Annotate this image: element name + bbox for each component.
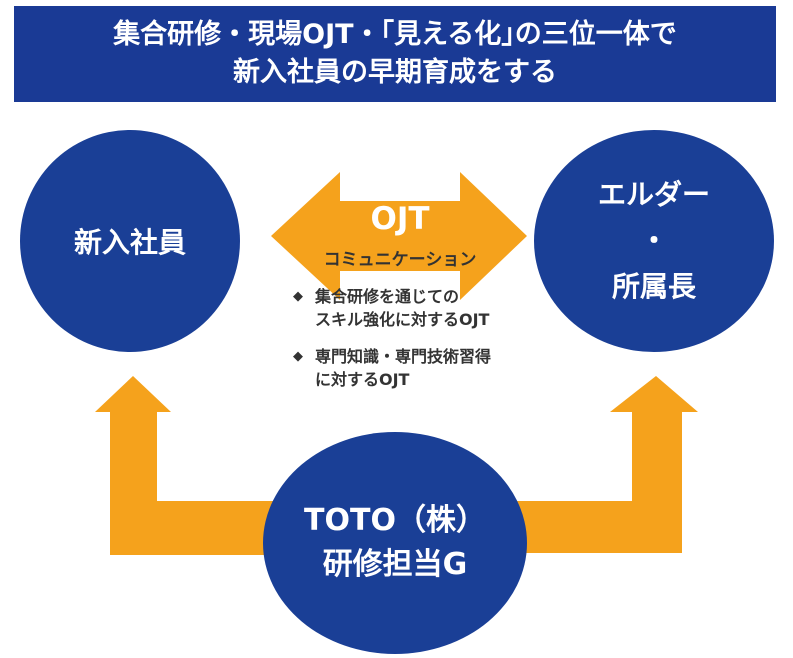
manager-label: 所属長 [611, 270, 696, 303]
bullet-text: 専門知識・専門技術習得 に対するOJT [315, 347, 492, 389]
new-employee-circle: 新入社員 [20, 130, 240, 352]
header-title-line1: 集合研修・現場OJT・｢見える化｣の三位一体で [113, 19, 677, 50]
elder-manager-circle: エルダー ・ 所属長 [534, 130, 774, 352]
toto-company-label: TOTO（株） [304, 503, 486, 538]
list-item: ◆ 集合研修を通じての スキル強化に対するOJT [293, 285, 533, 331]
header-title-line2: 新入社員の早期育成をする [233, 57, 557, 88]
toto-training-circle: TOTO（株） 研修担当G [263, 432, 527, 654]
header-banner: 集合研修・現場OJT・｢見える化｣の三位一体で 新入社員の早期育成をする [14, 6, 776, 102]
elder-label: エルダー [597, 178, 710, 211]
new-employee-label: 新入社員 [73, 226, 186, 259]
diamond-icon: ◆ [293, 289, 303, 304]
ojt-title: OJT [370, 201, 430, 237]
list-item: ◆ 専門知識・専門技術習得 に対するOJT [293, 345, 533, 391]
ojt-bullet-list: ◆ 集合研修を通じての スキル強化に対するOJT ◆ 専門知識・専門技術習得 に… [293, 285, 533, 405]
elder-separator: ・ [639, 224, 668, 257]
ojt-subtitle: コミュニケーション [323, 250, 477, 270]
ojt-double-arrow [271, 172, 527, 300]
right-up-arrow [506, 376, 698, 553]
training-group-label: 研修担当G [322, 547, 468, 582]
left-up-arrow [95, 376, 290, 555]
diamond-icon: ◆ [293, 349, 303, 364]
bullet-text: 集合研修を通じての スキル強化に対するOJT [315, 287, 490, 329]
